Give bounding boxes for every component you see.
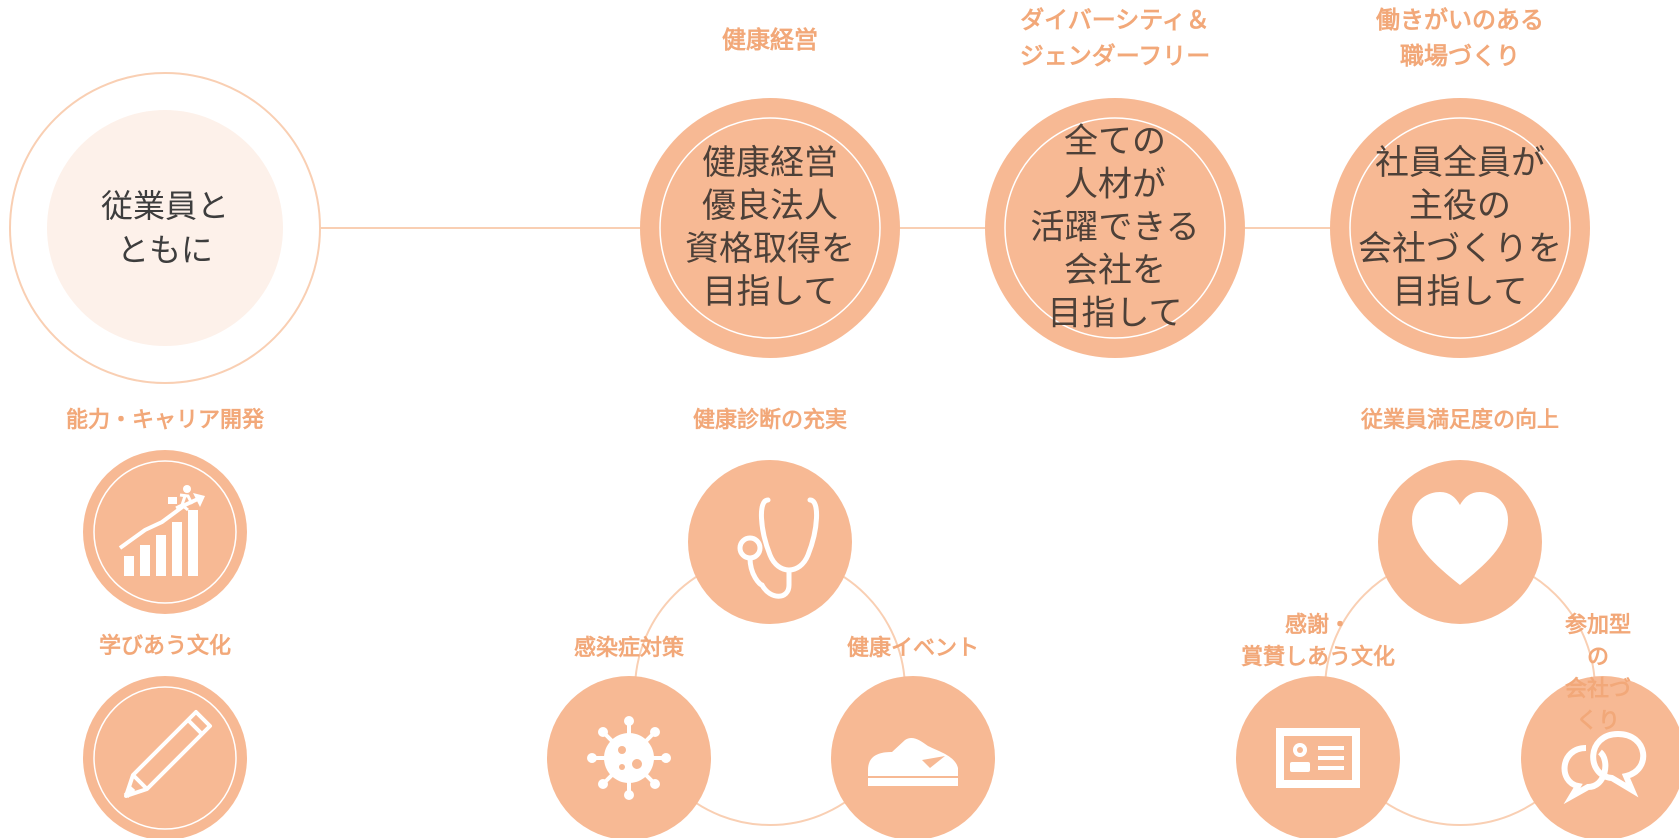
pillar-text-diversity: 全ての 人材が 活躍できる 会社を 目指して (1030, 121, 1200, 334)
growth-chart-icon (118, 485, 205, 576)
satisfaction-title: 従業員満足度の向上 (1360, 408, 1560, 433)
sneaker-icon (868, 737, 958, 786)
virus-icon (587, 716, 671, 800)
main-circle-text: 従業員と ともに (100, 187, 230, 269)
main-circle (9, 72, 321, 384)
pillar-circle-health (640, 98, 900, 358)
health-title: 健康診断の充実 (692, 408, 848, 433)
satisfaction-circle (1378, 460, 1542, 624)
pillar-header-health: 健康経営 (722, 26, 818, 54)
pillar-text-health: 健康経営 優良法人 資格取得を 目指して (685, 143, 855, 312)
career-title: 能力・キャリア開発 (65, 408, 265, 433)
career-growth-circle (83, 450, 247, 614)
satisfaction-left-label: 感謝・ 賞賛しあう文化 (1240, 613, 1396, 670)
appreciation-circle (1236, 676, 1400, 838)
heart-icon (1412, 492, 1508, 585)
health-checkup-circle (688, 460, 852, 624)
participation-circle (1521, 676, 1679, 838)
pillar-circle-workplace (1330, 98, 1590, 358)
career-subtitle: 学びあう文化 (98, 634, 232, 659)
chat-bubbles-icon (1561, 730, 1647, 805)
certificate-icon (1276, 728, 1360, 788)
health-event-circle (831, 676, 995, 838)
health-left-label: 感染症対策 (573, 636, 685, 661)
health-right-label: 健康イベント (846, 636, 980, 661)
pillar-text-workplace: 社員全員が 主役の 会社づくりを 目指して (1358, 143, 1562, 312)
stethoscope-icon (737, 497, 820, 599)
pillar-header-workplace: 働きがいのある 職場づくり (1376, 6, 1544, 70)
infection-circle (547, 676, 711, 838)
satisfaction-right-label: 参加型の 会社づくり (1564, 613, 1631, 734)
pillar-circle-diversity (985, 98, 1245, 358)
pillar-header-diversity: ダイバーシティ＆ ジェンダーフリー (1019, 6, 1211, 70)
pencil-icon (123, 710, 212, 798)
career-learning-circle (83, 676, 247, 838)
